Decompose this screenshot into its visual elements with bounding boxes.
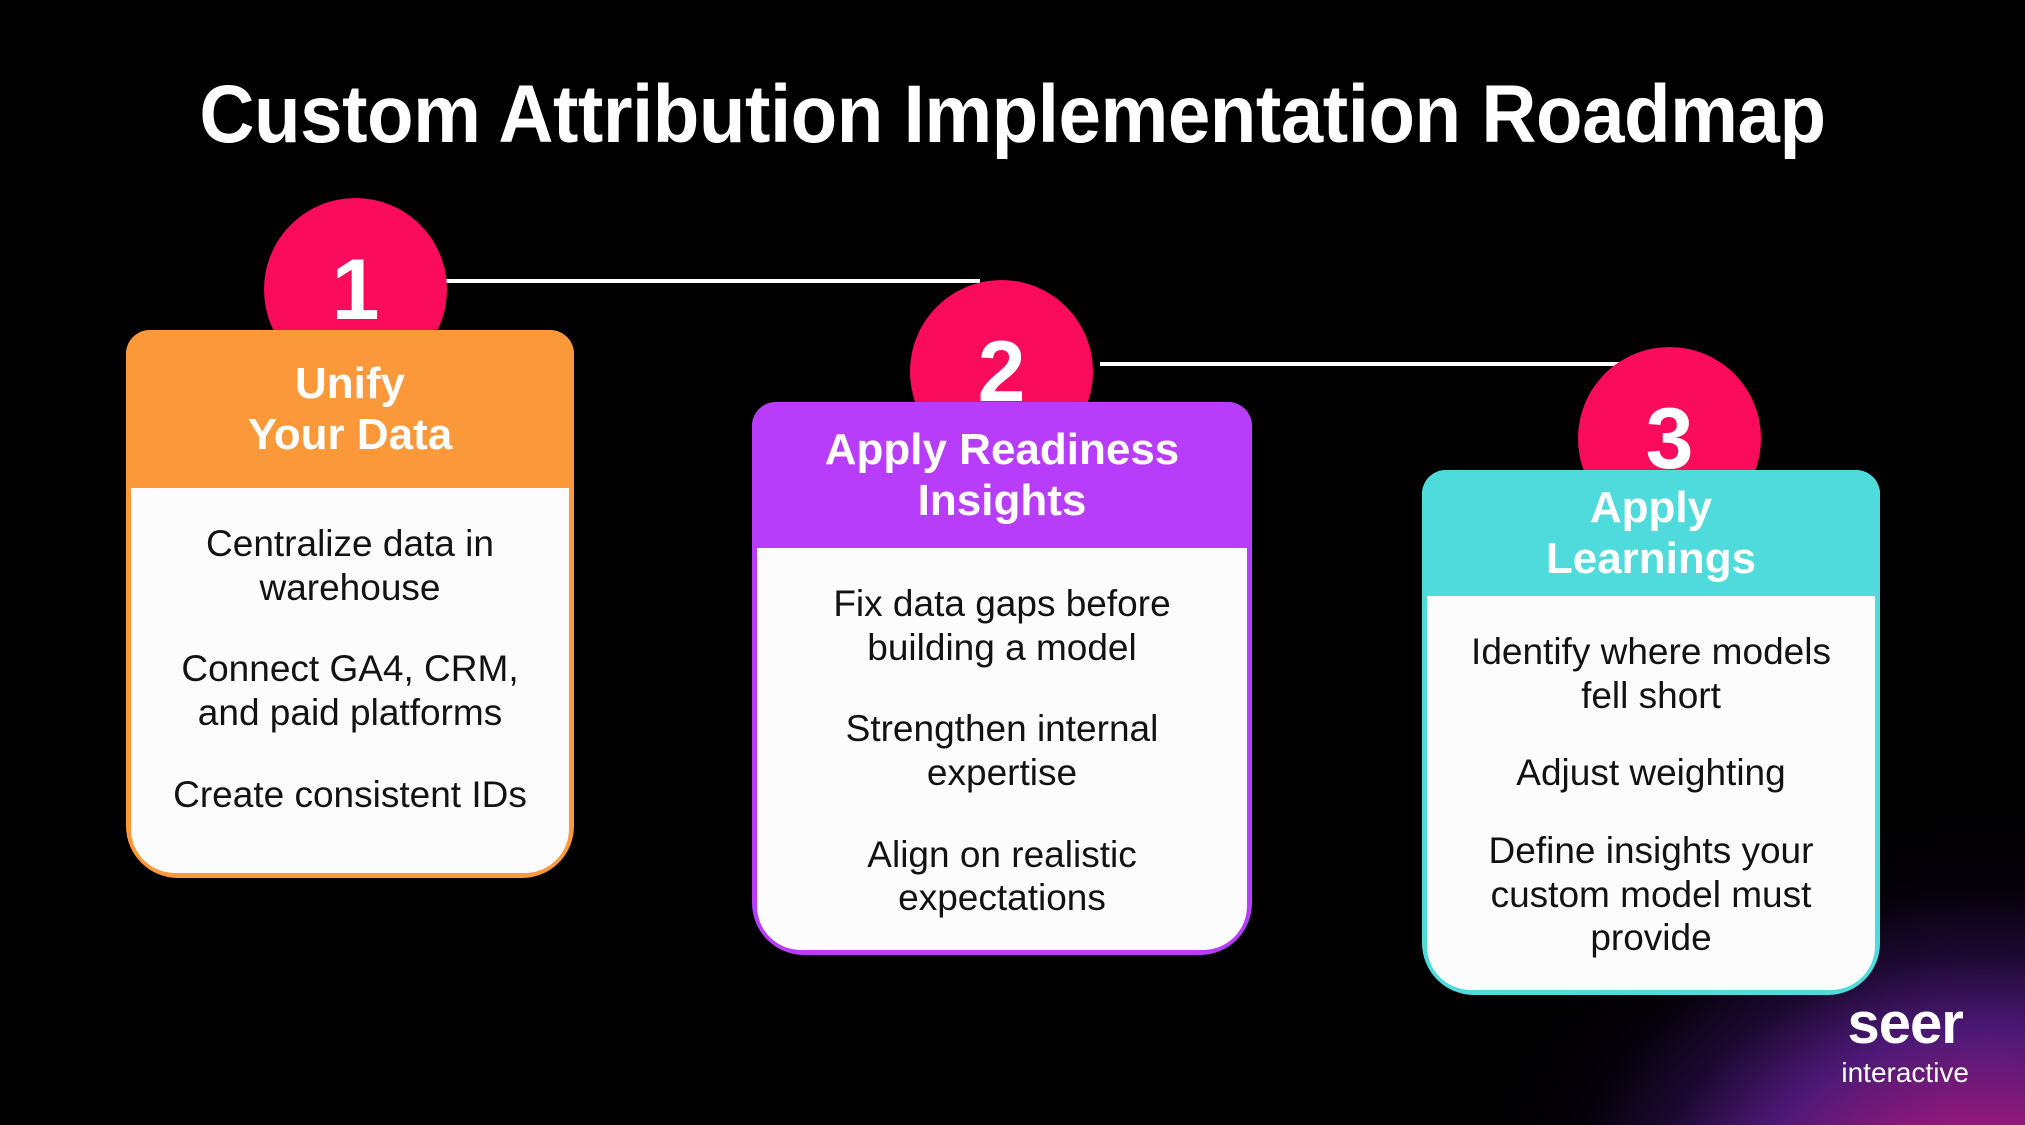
- step-card-2-item: Fix data gaps before building a model: [833, 583, 1171, 668]
- step-card-1-item: Centralize data in warehouse: [206, 523, 494, 608]
- step-card-1[interactable]: Unify Your Data Centralize data in wareh…: [126, 330, 574, 878]
- step-card-3-item: Identify where models fell short: [1471, 631, 1831, 716]
- connector-line-step1-step2: [440, 279, 980, 283]
- logo-subtext: interactive: [1841, 1057, 1969, 1088]
- connector-line-step2-step3: [1100, 362, 1650, 366]
- step-card-1-header-line-2: Your Data: [247, 410, 453, 459]
- step-card-1-header-line-1: Unify: [295, 358, 405, 408]
- step-card-3-header: Apply Learnings: [1422, 470, 1880, 597]
- step-card-3-header-line-2: Learnings: [1545, 534, 1757, 584]
- page-title: Custom Attribution Implementation Roadma…: [199, 69, 1826, 160]
- step-card-2-header-line-2: Insights: [917, 476, 1087, 526]
- step-card-2-header: Apply Readiness Insights: [752, 402, 1252, 549]
- step-card-1-header: Unify Your Data: [126, 330, 574, 488]
- step-card-2-item: Strengthen internal expertise: [845, 708, 1159, 794]
- step-card-3-item: Adjust weighting: [1516, 752, 1786, 794]
- step-card-3[interactable]: Apply Learnings Identify where models fe…: [1422, 470, 1880, 995]
- step-card-3-item: Define insights your custom model must p…: [1488, 830, 1814, 959]
- step-card-2-header-line-1: Apply Readiness: [824, 424, 1180, 474]
- step-card-2-item: Align on realistic expectations: [867, 833, 1137, 919]
- step-card-2-body: Fix data gaps before building a model St…: [757, 548, 1247, 950]
- logo-wordmark: seer: [1847, 991, 1964, 1056]
- step-card-1-item: Connect GA4, CRM, and paid platforms: [181, 648, 519, 733]
- seer-interactive-logo: seer interactive: [1841, 995, 1969, 1087]
- step-card-2[interactable]: Apply Readiness Insights Fix data gaps b…: [752, 402, 1252, 955]
- step-card-3-body: Identify where models fell short Adjust …: [1427, 596, 1875, 990]
- step-card-3-header-line-1: Apply: [1589, 482, 1713, 532]
- step-card-1-item: Create consistent IDs: [173, 773, 527, 815]
- step-card-1-body: Centralize data in warehouse Connect GA4…: [131, 488, 569, 873]
